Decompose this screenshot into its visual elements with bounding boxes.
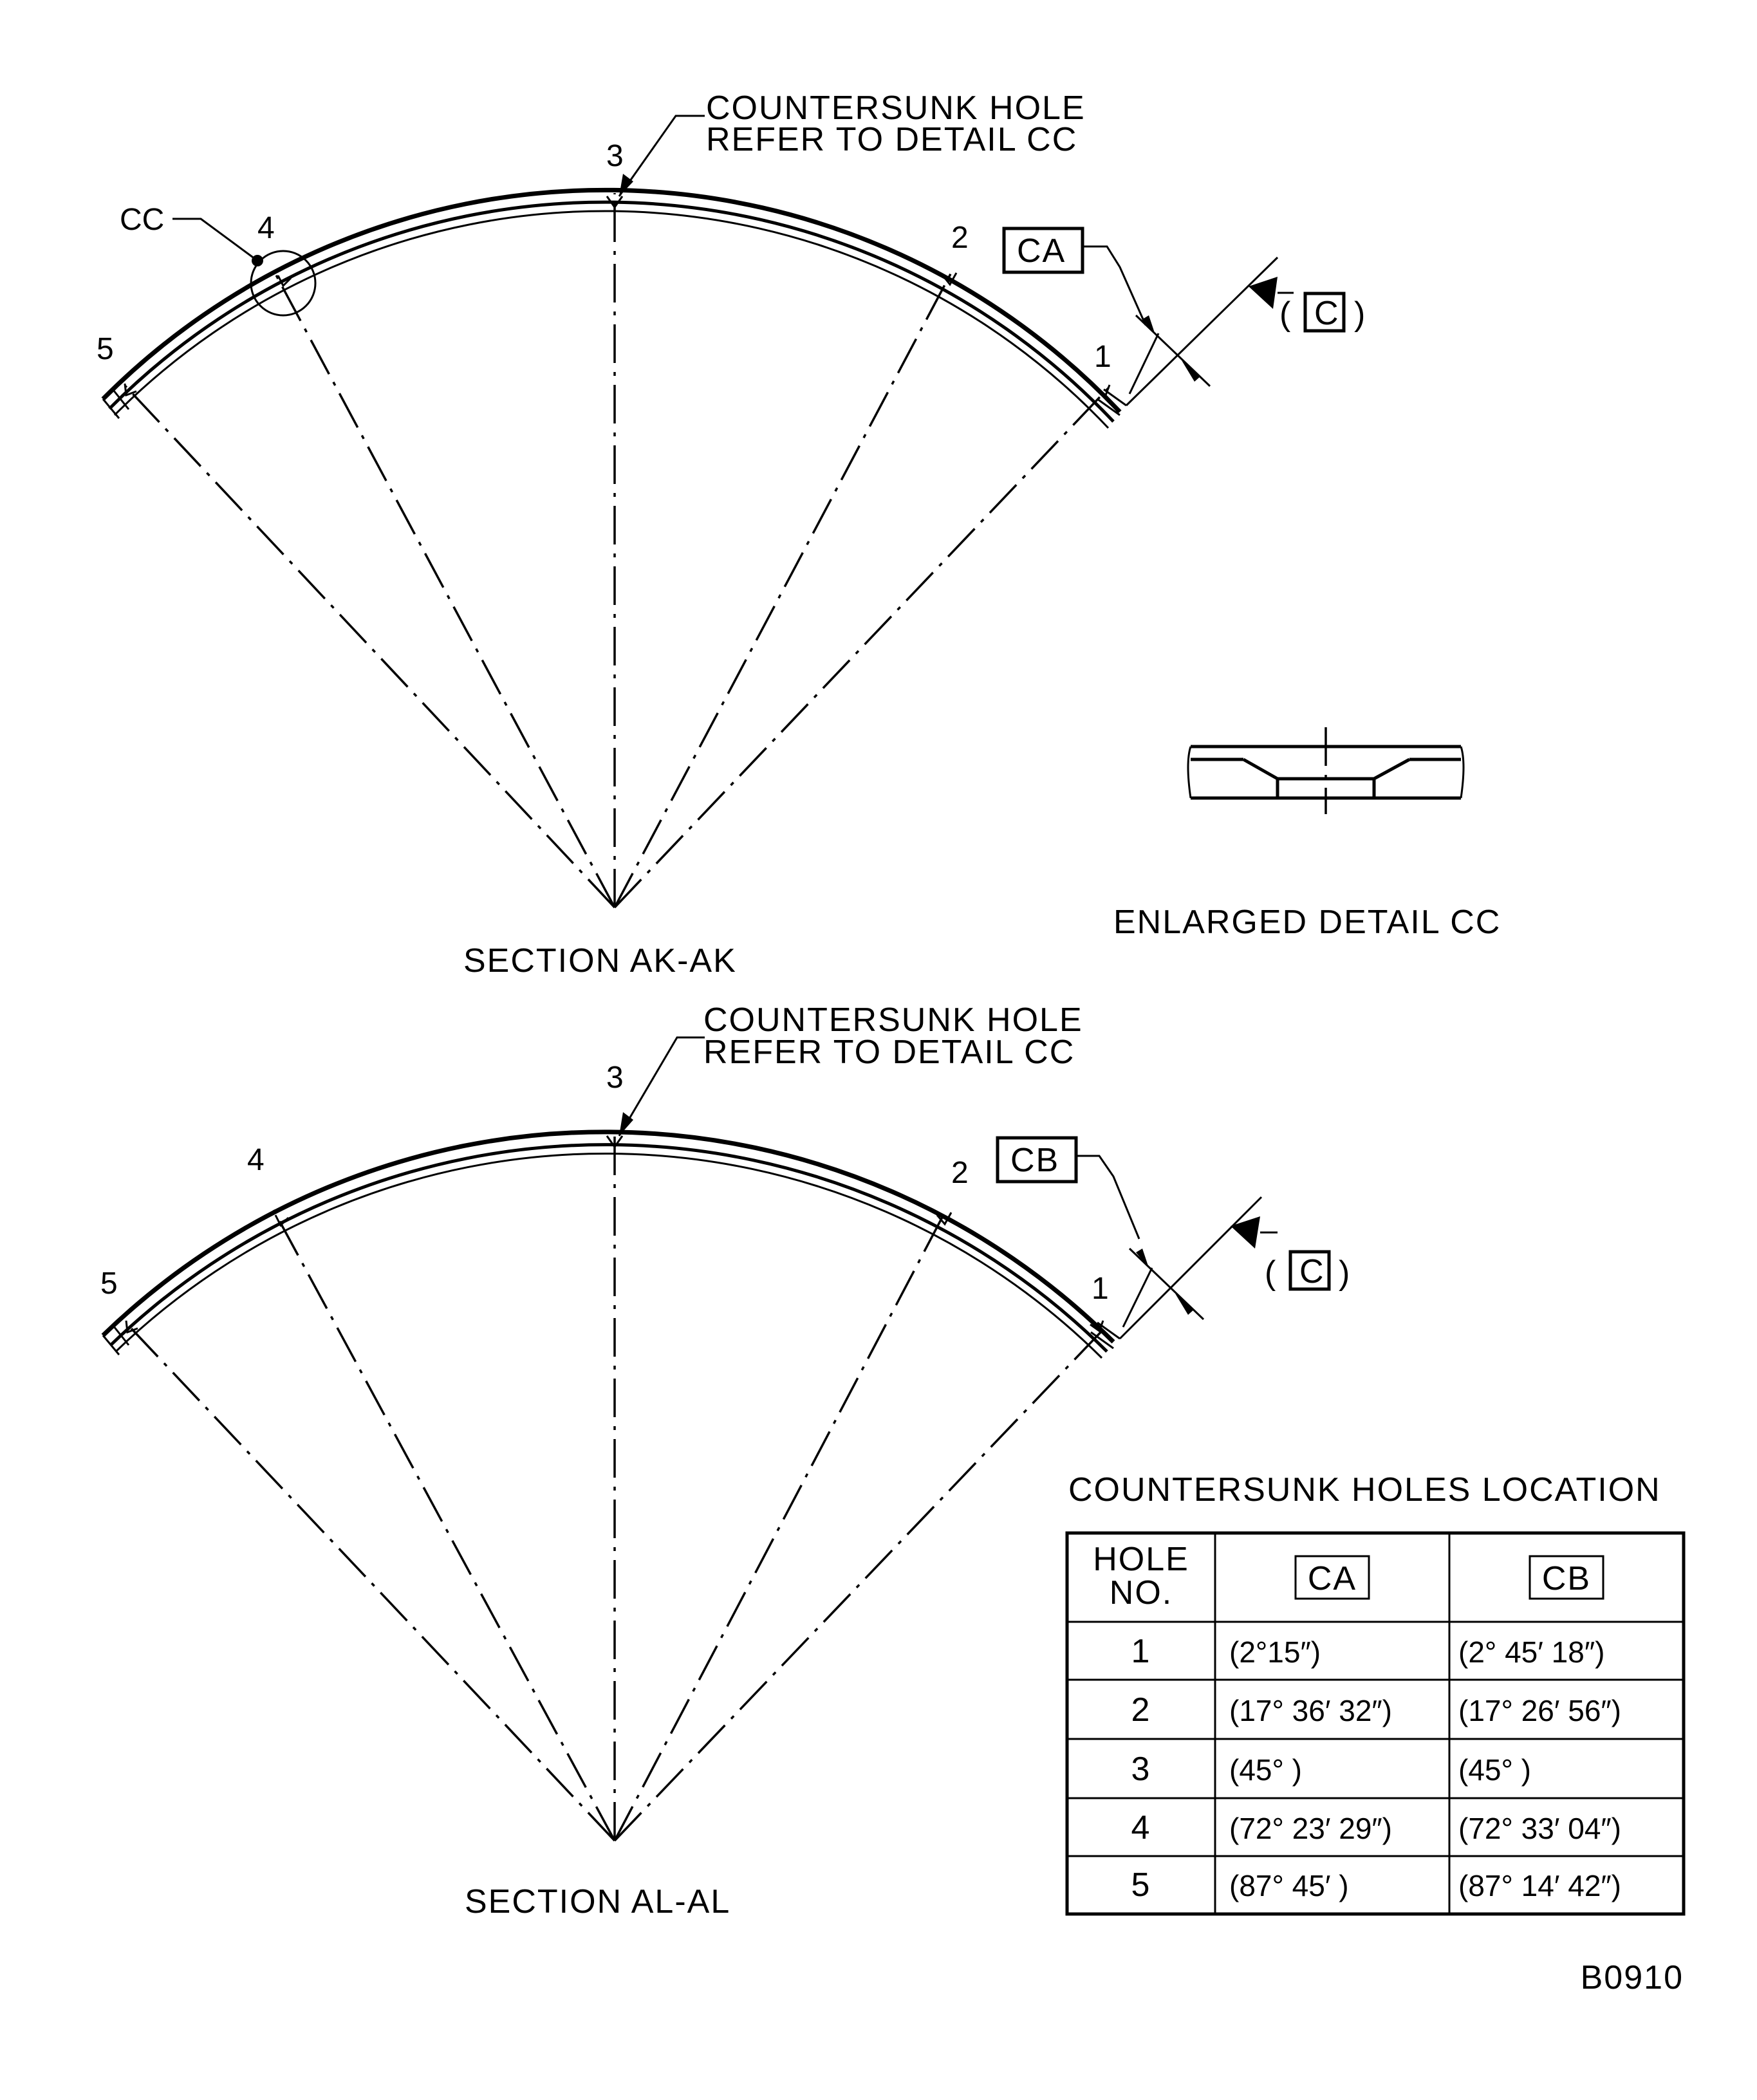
figure-id: B0910 bbox=[1581, 1959, 1684, 1996]
thickness-ext-line-outer bbox=[1125, 256, 1279, 407]
section-ak-title: SECTION AK-AK bbox=[463, 942, 737, 980]
hole-no: 1 bbox=[1131, 1633, 1151, 1670]
table-row: 3 (45° ) (45° ) bbox=[1131, 1751, 1531, 1788]
callout-line-2: REFER TO DETAIL CC bbox=[703, 1034, 1075, 1071]
datum-ref-label: C bbox=[1314, 295, 1340, 332]
detail-cc-marker: CC bbox=[120, 203, 164, 237]
countersink-marks bbox=[125, 1135, 1104, 1334]
cb-angle: (45° ) bbox=[1458, 1753, 1531, 1787]
hole-label-2: 2 bbox=[951, 1156, 969, 1190]
header-hole-line-2: NO. bbox=[1110, 1574, 1173, 1612]
datum-ref-label: C bbox=[1299, 1253, 1325, 1290]
hole-no: 3 bbox=[1131, 1751, 1151, 1788]
radial-centre-lines bbox=[127, 1133, 1105, 1842]
plate-skin-line bbox=[115, 1152, 1103, 1359]
header-cb-box bbox=[1529, 1555, 1604, 1600]
datum-ref-open-paren: ( bbox=[1279, 295, 1292, 333]
detail-cc-leader bbox=[172, 218, 258, 262]
hole-label-5: 5 bbox=[97, 332, 114, 366]
table-row: 2 (17° 36′ 32″) (17° 26′ 56″) bbox=[1131, 1691, 1621, 1729]
holes-location-table: COUNTERSUNK HOLES LOCATION HOLE NO. CA C… bbox=[1065, 1471, 1686, 1916]
datum-box-label: CB bbox=[1010, 1142, 1059, 1179]
enlarged-detail-cc: ENLARGED DETAIL CC bbox=[1113, 727, 1501, 941]
hole-no: 5 bbox=[1131, 1866, 1151, 1904]
callout-arrowhead bbox=[619, 174, 633, 196]
section-al-title: SECTION AL-AL bbox=[465, 1883, 730, 1920]
countersink-marks bbox=[124, 196, 1111, 397]
ca-angle: (17° 36′ 32″) bbox=[1229, 1694, 1392, 1727]
cb-angle: (2° 45′ 18″) bbox=[1458, 1635, 1604, 1669]
ca-angle: (87° 45′ ) bbox=[1229, 1869, 1349, 1902]
thickness-arrow-a bbox=[1142, 315, 1155, 335]
plate-outer-edge bbox=[101, 1129, 1115, 1344]
plate-inner-edge bbox=[109, 1143, 1108, 1353]
table-row: 1 (2°15″) (2° 45′ 18″) bbox=[1131, 1633, 1605, 1670]
callout-leader bbox=[618, 1036, 705, 1137]
header-ca-box bbox=[1294, 1555, 1370, 1600]
datum-ref-close-paren: ) bbox=[1339, 1254, 1351, 1292]
radial-centre-lines bbox=[124, 193, 1111, 909]
callout-line-1: COUNTERSUNK HOLE bbox=[703, 1001, 1083, 1039]
callout-line-2: REFER TO DETAIL CC bbox=[706, 121, 1077, 158]
hole-no: 2 bbox=[1131, 1691, 1151, 1729]
ca-angle: (2°15″) bbox=[1229, 1635, 1321, 1669]
thickness-ext-line-inner bbox=[1122, 1267, 1153, 1328]
cb-angle: (72° 33′ 04″) bbox=[1458, 1812, 1621, 1845]
thickness-arrow-a bbox=[1136, 1249, 1149, 1268]
header-hole-line-1: HOLE bbox=[1093, 1541, 1189, 1578]
datum-leader bbox=[1083, 245, 1147, 326]
plate-end-left bbox=[102, 398, 120, 419]
table-title: COUNTERSUNK HOLES LOCATION bbox=[1068, 1471, 1661, 1509]
detail-cc-leader-dot bbox=[252, 255, 263, 266]
datum-box bbox=[1002, 227, 1084, 274]
hole-no: 4 bbox=[1131, 1809, 1151, 1846]
datum-ref-close-paren: ) bbox=[1354, 295, 1366, 333]
hole-label-5: 5 bbox=[100, 1267, 118, 1301]
datum-leader bbox=[1076, 1155, 1140, 1240]
table-row: 5 (87° 45′ ) (87° 14′ 42″) bbox=[1131, 1866, 1621, 1904]
thickness-arrow-b bbox=[1175, 1294, 1194, 1315]
datum-ref-open-paren: ( bbox=[1265, 1254, 1277, 1292]
plate-outer-edge bbox=[101, 187, 1122, 414]
plate-end-right bbox=[1097, 398, 1120, 416]
datum-triangle bbox=[1231, 1216, 1260, 1249]
thickness-arrow-b bbox=[1182, 360, 1200, 382]
section-al-view: 3 2 1 4 5 COUNTERSUNK HOLE REFER TO DETA… bbox=[100, 1001, 1351, 1920]
callout-arrowhead bbox=[619, 1112, 633, 1136]
table-row: 4 (72° 23′ 29″) (72° 33′ 04″) bbox=[1131, 1809, 1621, 1846]
plate-end-right bbox=[1090, 1331, 1114, 1350]
datum-box bbox=[996, 1136, 1078, 1184]
section-ak-view: 3 2 1 4 5 CC COUNTERSUNK HOLE REFER TO D… bbox=[97, 89, 1366, 980]
header-ca: CA bbox=[1308, 1560, 1357, 1597]
hole-label-3: 3 bbox=[606, 1061, 624, 1095]
thickness-ext-line-inner bbox=[1128, 333, 1160, 395]
thickness-ext-line-outer bbox=[1119, 1196, 1263, 1340]
header-cb: CB bbox=[1542, 1560, 1591, 1597]
hole-label-1: 1 bbox=[1092, 1272, 1109, 1306]
callout-leader bbox=[618, 115, 705, 197]
hole-label-3: 3 bbox=[606, 139, 624, 173]
datum-triangle bbox=[1249, 277, 1278, 309]
ca-angle: (45° ) bbox=[1229, 1753, 1302, 1787]
ca-angle: (72° 23′ 29″) bbox=[1229, 1812, 1392, 1845]
hole-label-2: 2 bbox=[951, 221, 969, 255]
datum-ref-box bbox=[1303, 292, 1346, 333]
datum-ref-box bbox=[1288, 1250, 1331, 1291]
plate-end-left-2 bbox=[112, 1325, 130, 1346]
datum-box-label: CA bbox=[1017, 232, 1066, 270]
cb-angle: (17° 26′ 56″) bbox=[1458, 1694, 1621, 1727]
detail-title: ENLARGED DETAIL CC bbox=[1113, 904, 1501, 941]
plate-end-left bbox=[102, 1335, 120, 1355]
hole-label-4: 4 bbox=[257, 211, 275, 245]
detail-cc-circle bbox=[250, 250, 317, 317]
plate-end-left-2 bbox=[112, 389, 130, 410]
callout-line-1: COUNTERSUNK HOLE bbox=[706, 89, 1086, 127]
hole-label-4: 4 bbox=[247, 1143, 265, 1177]
plate-inner-edge bbox=[108, 200, 1115, 423]
hole-label-1: 1 bbox=[1094, 340, 1111, 374]
cb-angle: (87° 14′ 42″) bbox=[1458, 1869, 1621, 1902]
